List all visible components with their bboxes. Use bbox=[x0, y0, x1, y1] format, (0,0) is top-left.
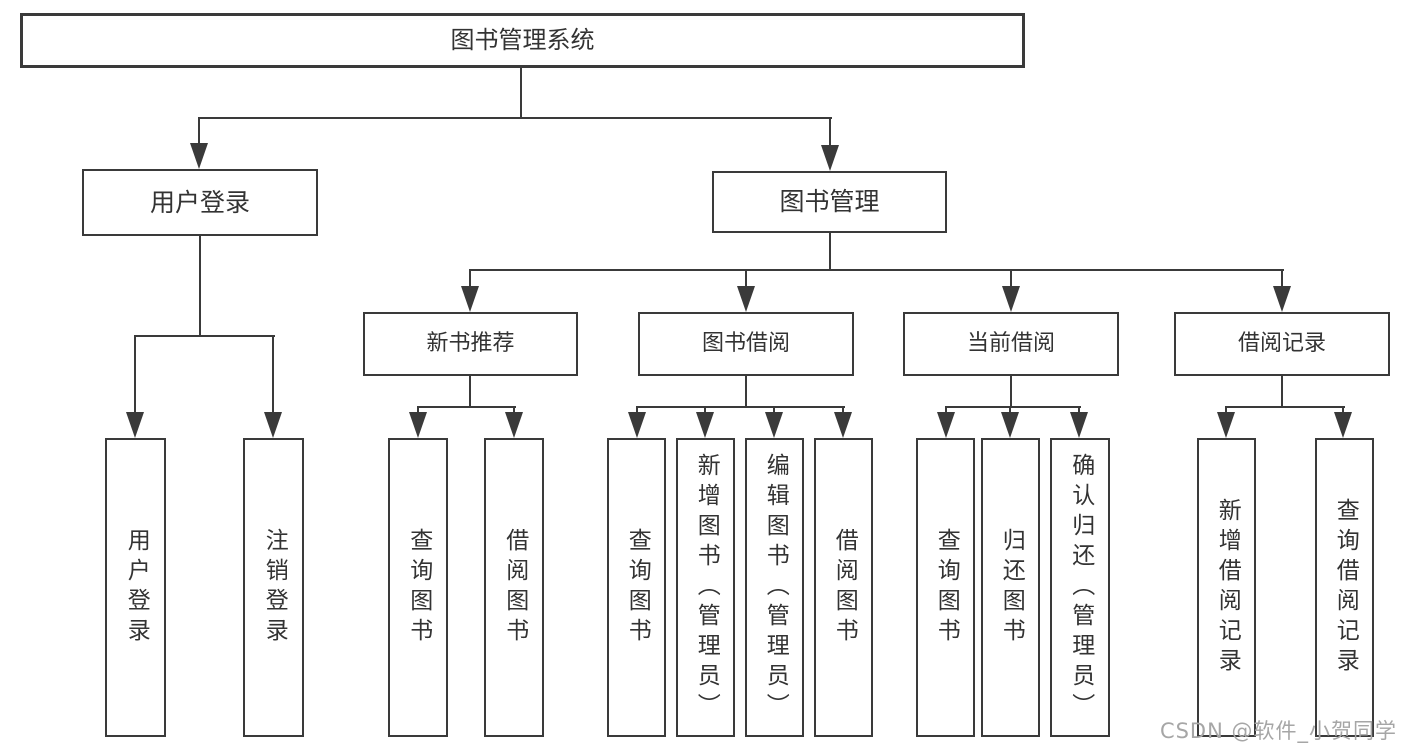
node-book-management: 图书管理 bbox=[712, 171, 947, 233]
node-query-books-borrow: 查询图书 bbox=[607, 438, 666, 737]
connector-line bbox=[636, 406, 638, 415]
connector-line bbox=[417, 406, 516, 408]
watermark: CSDN @软件_小贺同学 bbox=[1159, 719, 1397, 743]
arrowhead-down-icon bbox=[765, 412, 783, 438]
connector-line bbox=[469, 375, 471, 408]
node-borrow-book-leaf: 借阅图书 bbox=[814, 438, 873, 737]
arrowhead-down-icon bbox=[1070, 412, 1088, 438]
arrowhead-down-icon bbox=[1273, 286, 1291, 312]
connector-line bbox=[745, 375, 747, 408]
node-add-book-admin: 新增图书（管理员） bbox=[676, 438, 735, 737]
arrowhead-down-icon bbox=[834, 412, 852, 438]
arrowhead-down-icon bbox=[1334, 412, 1352, 438]
connector-line bbox=[1342, 406, 1344, 415]
arrowhead-down-icon bbox=[461, 286, 479, 312]
node-add-borrow-record: 新增借阅记录 bbox=[1197, 438, 1256, 737]
arrowhead-down-icon bbox=[126, 412, 144, 438]
arrowhead-down-icon bbox=[1217, 412, 1235, 438]
node-user-login: 用户登录 bbox=[82, 169, 318, 236]
connector-line bbox=[134, 335, 275, 337]
node-book-borrow: 图书借阅 bbox=[638, 312, 854, 376]
connector-line bbox=[945, 406, 1081, 408]
connector-line bbox=[842, 406, 844, 415]
arrowhead-down-icon bbox=[1002, 286, 1020, 312]
node-edit-book-admin: 编辑图书（管理员） bbox=[745, 438, 804, 737]
connector-line bbox=[134, 335, 136, 415]
connector-line bbox=[1225, 406, 1227, 415]
node-new-book-recommend: 新书推荐 bbox=[363, 312, 578, 376]
node-user-login-leaf: 用户登录 bbox=[105, 438, 166, 737]
arrowhead-down-icon bbox=[409, 412, 427, 438]
connector-line bbox=[636, 406, 845, 408]
connector-line bbox=[704, 406, 706, 415]
connector-line bbox=[513, 406, 515, 415]
connector-line bbox=[745, 269, 747, 289]
connector-line bbox=[469, 269, 471, 289]
connector-line bbox=[417, 406, 419, 415]
node-return-book: 归还图书 bbox=[981, 438, 1040, 737]
connector-line bbox=[1010, 375, 1012, 408]
connector-line bbox=[1009, 406, 1011, 415]
arrowhead-down-icon bbox=[1001, 412, 1019, 438]
connector-line bbox=[1281, 269, 1283, 289]
connector-line bbox=[198, 117, 200, 147]
connector-line bbox=[945, 406, 947, 415]
connector-line bbox=[1078, 406, 1080, 415]
connector-line bbox=[520, 68, 522, 119]
node-current-borrow: 当前借阅 bbox=[903, 312, 1119, 376]
arrowhead-down-icon bbox=[628, 412, 646, 438]
node-query-books-recommend: 查询图书 bbox=[388, 438, 448, 737]
node-confirm-return-admin: 确认归还（管理员） bbox=[1050, 438, 1110, 737]
connector-line bbox=[829, 117, 831, 148]
connector-line bbox=[469, 269, 1284, 271]
connector-line bbox=[198, 117, 832, 119]
arrowhead-down-icon bbox=[696, 412, 714, 438]
connector-line bbox=[829, 233, 831, 271]
node-query-borrow-record: 查询借阅记录 bbox=[1315, 438, 1374, 737]
arrowhead-down-icon bbox=[937, 412, 955, 438]
node-borrow-records: 借阅记录 bbox=[1174, 312, 1390, 376]
arrowhead-down-icon bbox=[264, 412, 282, 438]
connector-line bbox=[773, 406, 775, 415]
node-query-books-current: 查询图书 bbox=[916, 438, 975, 737]
node-library-system-root: 图书管理系统 bbox=[20, 13, 1025, 68]
node-logout-leaf: 注销登录 bbox=[243, 438, 304, 737]
arrowhead-down-icon bbox=[737, 286, 755, 312]
node-borrow-books-recommend: 借阅图书 bbox=[484, 438, 544, 737]
arrowhead-down-icon bbox=[821, 145, 839, 171]
arrowhead-down-icon bbox=[190, 143, 208, 169]
connector-line bbox=[1225, 406, 1345, 408]
connector-line bbox=[199, 236, 201, 337]
connector-line bbox=[272, 335, 274, 415]
arrowhead-down-icon bbox=[505, 412, 523, 438]
connector-line bbox=[1281, 375, 1283, 408]
connector-line bbox=[1010, 269, 1012, 289]
